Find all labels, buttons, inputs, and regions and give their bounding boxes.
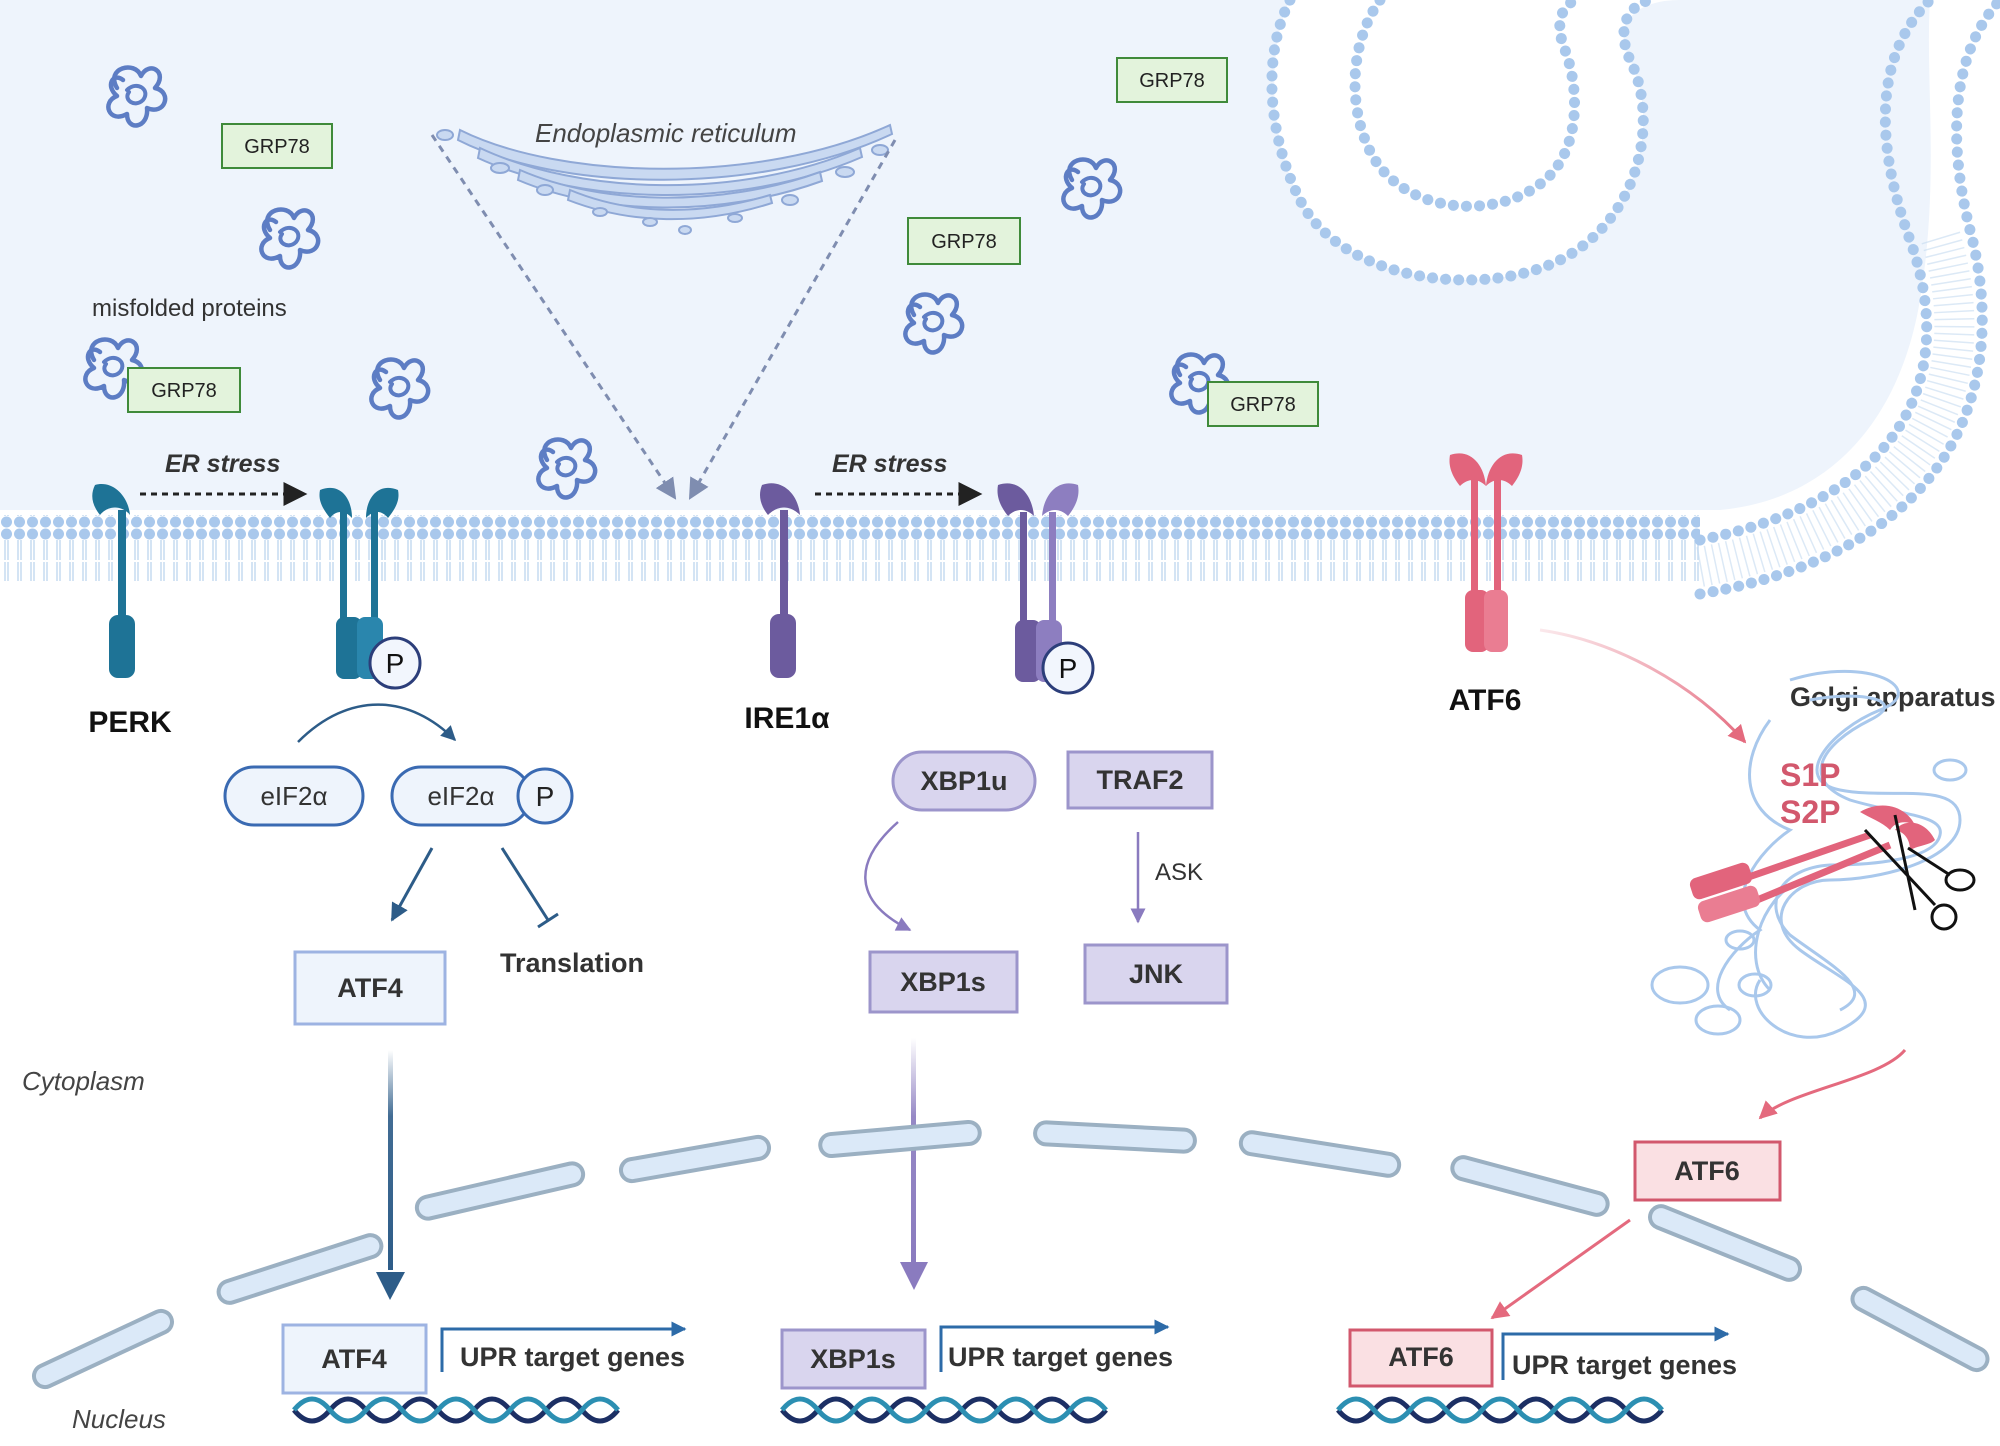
svg-text:GRP78: GRP78 xyxy=(1230,394,1296,416)
svg-text:GRP78: GRP78 xyxy=(151,380,217,402)
cytoplasm-label: Cytoplasm xyxy=(22,1066,145,1096)
ask-label: ASK xyxy=(1155,859,1203,886)
arrow-eif2a-to-atf4 xyxy=(390,847,434,922)
gene-arrow-atf4 xyxy=(440,1321,687,1372)
atf4-nuclear-box[interactable]: ATF4 xyxy=(281,1323,428,1395)
traf2-box[interactable]: TRAF2 xyxy=(1066,750,1214,810)
scissors-icon xyxy=(1863,814,1976,931)
xbp1s-cytoplasm-box[interactable]: XBP1s xyxy=(868,950,1019,1014)
svg-text:ATF6: ATF6 xyxy=(1388,1342,1454,1372)
svg-text:P: P xyxy=(386,648,405,679)
atf6-cleaved xyxy=(1689,805,1935,923)
eif2a-node[interactable]: eIF2α xyxy=(223,765,365,827)
er-zoom-line-right xyxy=(688,139,897,500)
grp78-box: GRP78 xyxy=(907,217,1021,265)
dna-helix xyxy=(1338,1399,1662,1421)
translation-label: Translation xyxy=(500,948,644,978)
nuclear-envelope xyxy=(31,1119,1990,1390)
grp78-box: GRP78 xyxy=(1207,381,1319,427)
jnk-box[interactable]: JNK xyxy=(1083,943,1229,1005)
atf4-nuclear-arrow-shaft xyxy=(388,1050,393,1270)
arrow-atf6-to-golgi xyxy=(1539,628,1747,744)
eif2a-phospho-arrow xyxy=(297,703,457,743)
er-icon xyxy=(436,123,894,235)
svg-text:eIF2α: eIF2α xyxy=(260,781,327,811)
atf6-receptor xyxy=(1449,453,1523,652)
er-stress-label-ire1: ER stress xyxy=(832,450,947,478)
gene-arrow-atf6 xyxy=(1501,1326,1730,1380)
atf4-cytoplasm-box[interactable]: ATF4 xyxy=(293,950,447,1026)
svg-text:P: P xyxy=(536,781,555,812)
svg-text:GRP78: GRP78 xyxy=(931,231,997,253)
svg-text:GRP78: GRP78 xyxy=(244,136,310,158)
misfolded-label: misfolded proteins xyxy=(92,295,287,322)
er-membrane-curve xyxy=(1266,0,2000,600)
target-genes-xbp1s: UPR target genes xyxy=(948,1342,1173,1372)
grp78-box: GRP78 xyxy=(1116,57,1228,103)
ire1-monomer xyxy=(760,483,800,678)
arrow-xbp1u-to-xbp1s xyxy=(864,821,912,932)
xbp1s-nuclear-arrowhead xyxy=(900,1262,928,1290)
gene-arrow-xbp1s xyxy=(939,1319,1170,1372)
atf4-nuclear-arrowhead xyxy=(376,1272,405,1300)
ire1-label: IRE1α xyxy=(744,702,830,735)
svg-text:JNK: JNK xyxy=(1129,959,1184,989)
svg-text:eIF2α: eIF2α xyxy=(427,781,494,811)
perk-label: PERK xyxy=(88,706,172,739)
s1p-label: S1P xyxy=(1780,757,1840,793)
xbp1s-nuclear-box[interactable]: XBP1s xyxy=(780,1328,927,1390)
er-stress-label-perk: ER stress xyxy=(165,450,280,478)
target-genes-atf4: UPR target genes xyxy=(460,1342,685,1372)
svg-text:GRP78: GRP78 xyxy=(1139,70,1205,92)
target-genes-atf6: UPR target genes xyxy=(1512,1350,1737,1380)
dna-helix xyxy=(782,1399,1106,1421)
phospho-badge: P xyxy=(368,636,422,690)
perk-monomer xyxy=(92,484,135,678)
dna-helix xyxy=(294,1399,618,1421)
s2p-label: S2P xyxy=(1780,794,1840,830)
grp78-box: GRP78 xyxy=(221,123,333,169)
svg-text:XBP1s: XBP1s xyxy=(900,967,986,997)
grp78-box: GRP78 xyxy=(127,367,241,413)
translation-inhibition xyxy=(500,847,559,929)
xbp1u-node[interactable]: XBP1u xyxy=(891,750,1037,812)
atf6-label: ATF6 xyxy=(1449,684,1522,717)
phospho-badge: P xyxy=(1041,641,1095,695)
nucleus-label: Nucleus xyxy=(72,1404,166,1434)
svg-text:TRAF2: TRAF2 xyxy=(1097,765,1184,795)
svg-text:ATF4: ATF4 xyxy=(321,1344,387,1374)
er-zoom-line-left xyxy=(430,134,677,500)
atf6-nuclear-box[interactable]: ATF6 xyxy=(1348,1328,1494,1388)
svg-text:P: P xyxy=(1059,653,1078,684)
arrow-atf6-to-nucleus xyxy=(1490,1218,1631,1320)
svg-text:ATF6: ATF6 xyxy=(1674,1156,1740,1186)
er-label: Endoplasmic reticulum xyxy=(535,118,797,148)
er-membrane xyxy=(0,515,1700,581)
arrow-golgi-to-atf6 xyxy=(1758,1049,1907,1120)
svg-text:XBP1u: XBP1u xyxy=(920,766,1007,796)
svg-text:XBP1s: XBP1s xyxy=(810,1344,896,1374)
eif2a-phosphorylated-node[interactable]: eIF2α P xyxy=(390,765,574,827)
atf6-cytoplasm-box[interactable]: ATF6 xyxy=(1633,1140,1782,1202)
svg-text:ATF4: ATF4 xyxy=(337,973,403,1003)
